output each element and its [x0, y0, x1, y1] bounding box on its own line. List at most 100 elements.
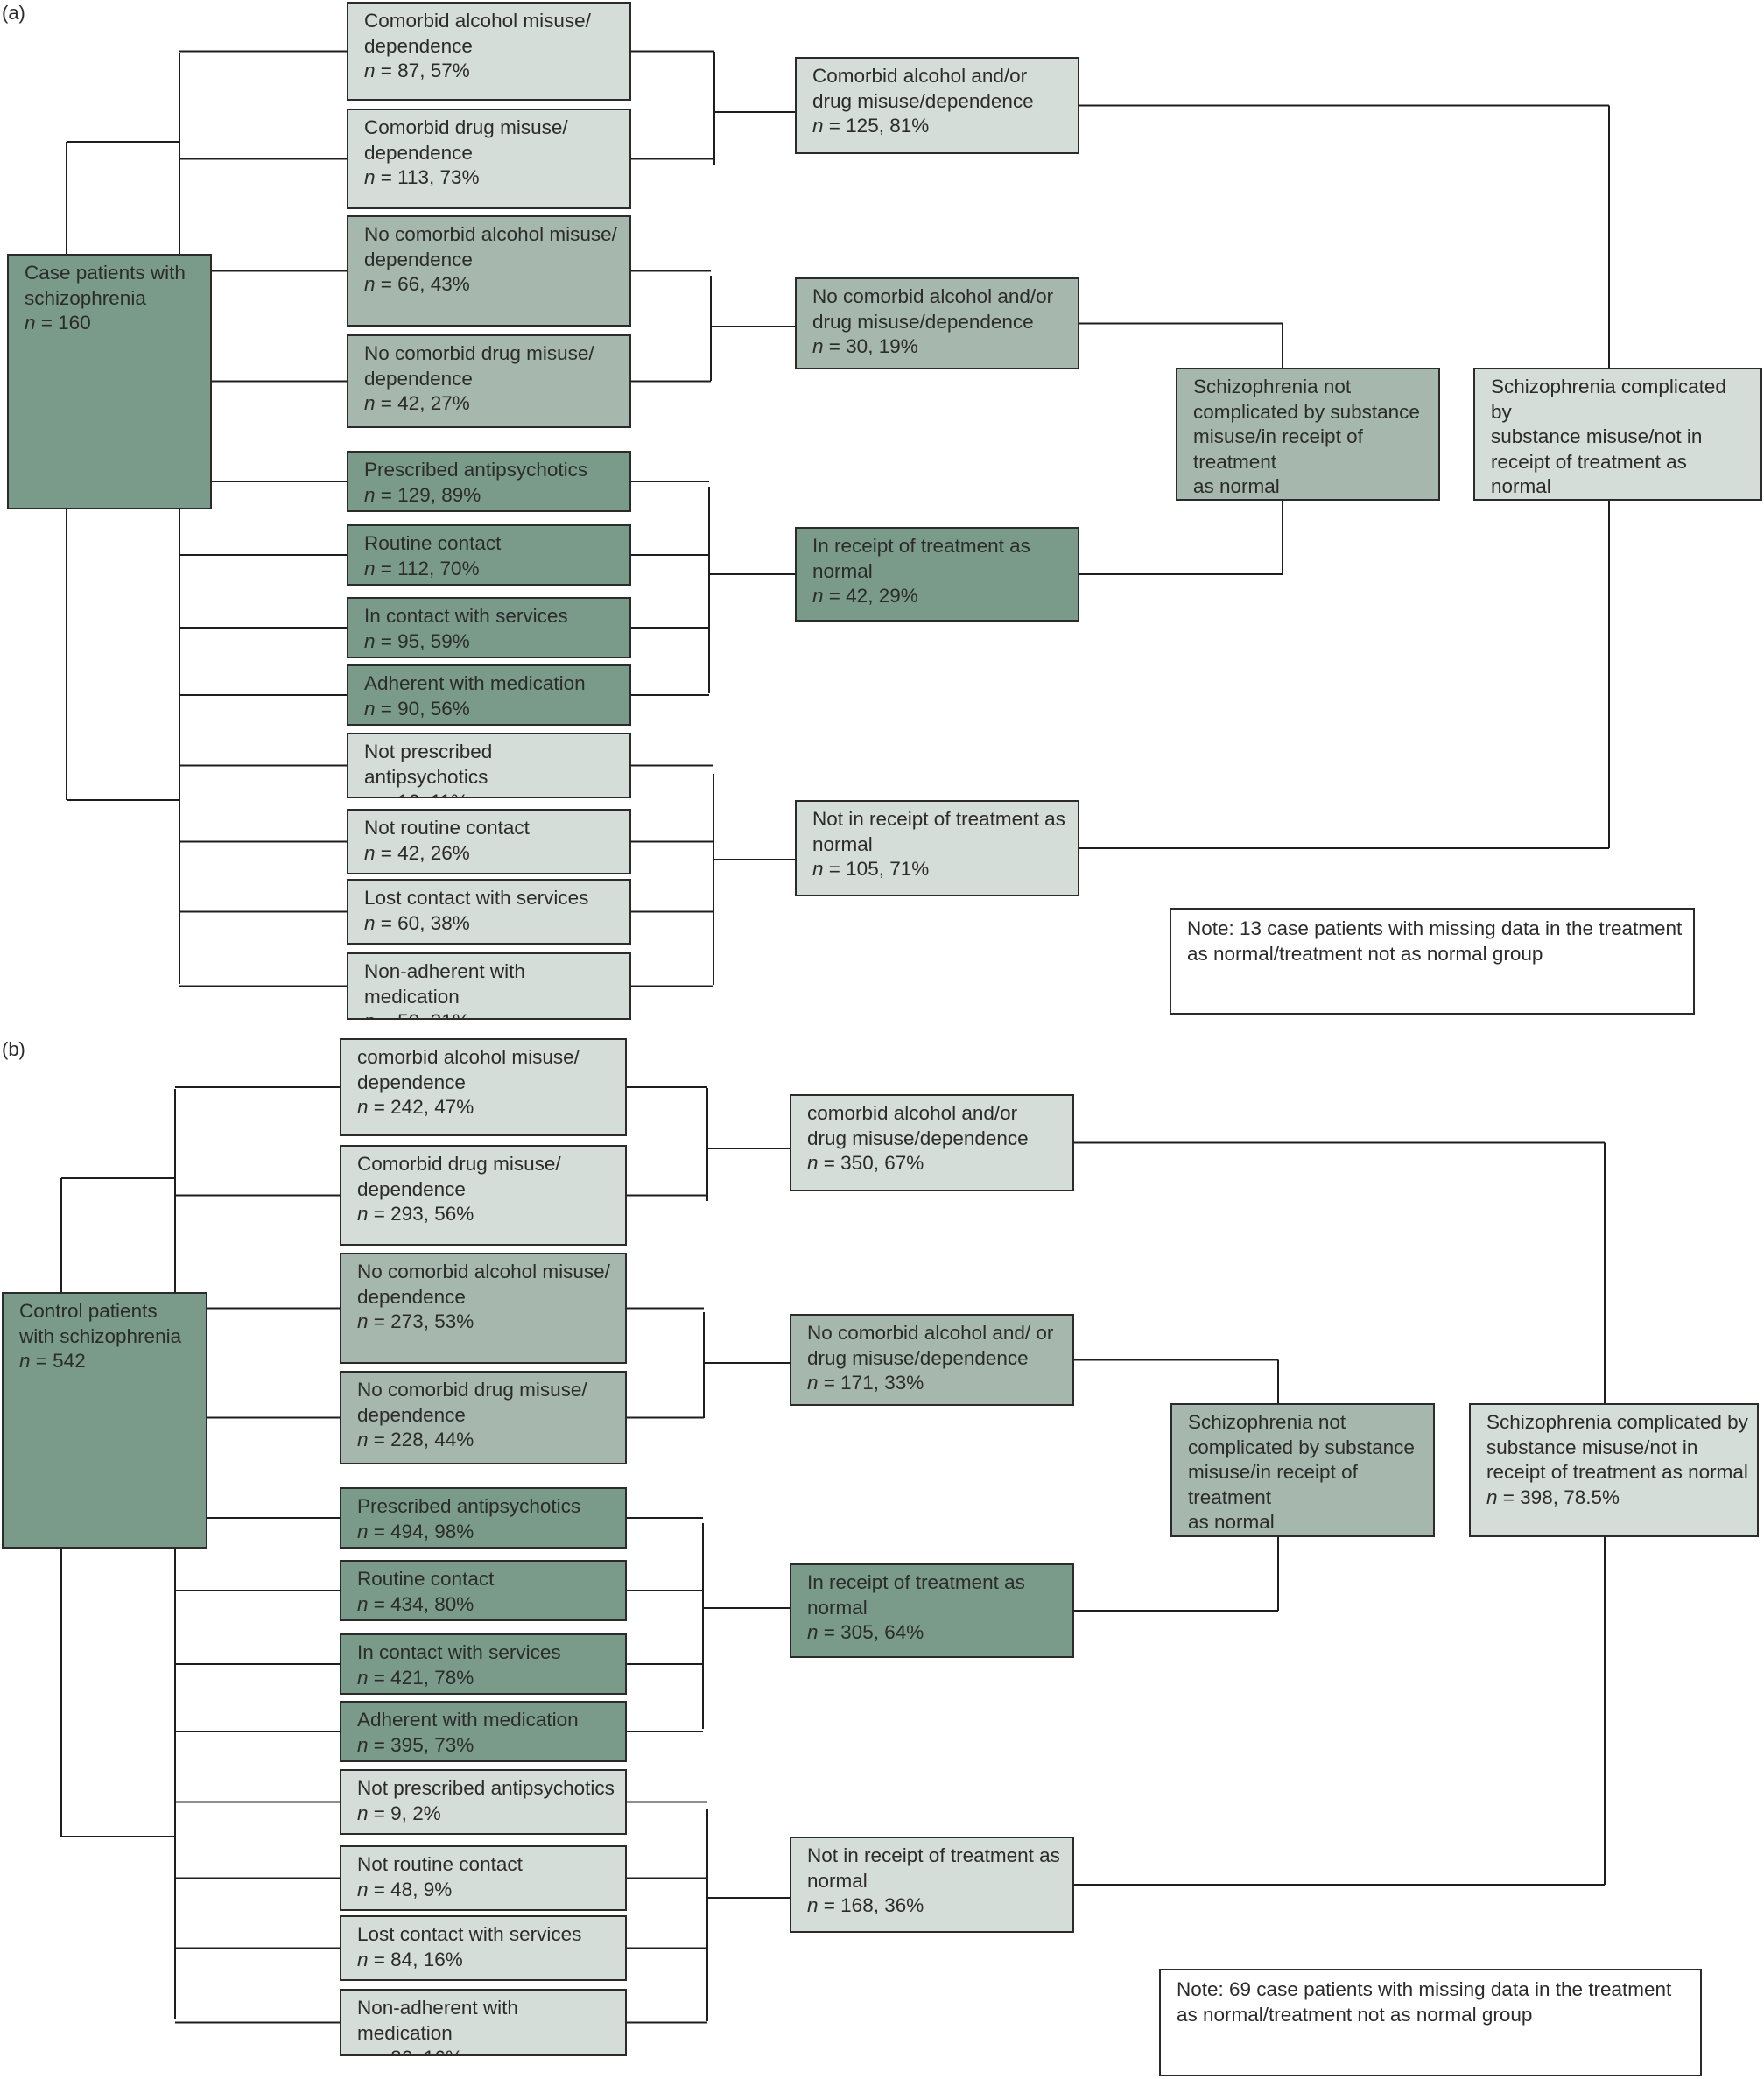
n-equals: = [818, 1894, 841, 1916]
outcome-box-not-complicated: Schizophrenia not complicated by substan… [1176, 368, 1440, 501]
box-title: In contact with services [364, 605, 568, 627]
n-equals: = [368, 1096, 391, 1118]
box-count: n = 30, 19% [812, 334, 1069, 360]
n-value: 398, 78.5% [1520, 1486, 1620, 1508]
n-symbol: n [357, 1802, 369, 1824]
box-count: n = 542 [19, 1349, 197, 1374]
box-count: n = 395, 73% [357, 1733, 616, 1759]
n-symbol: n [364, 557, 376, 579]
n-symbol: n [357, 1666, 369, 1689]
n-value: 9, 6% [1226, 501, 1277, 502]
n-equals: = [368, 1310, 391, 1332]
n-equals: = [368, 1592, 391, 1615]
n-equals: = [823, 335, 847, 357]
box-count: n = 95, 59% [364, 629, 621, 655]
box-title: No comorbid alcohol misuse/ dependence [364, 223, 617, 270]
n-symbol: n [364, 60, 376, 81]
box-title: comorbid alcohol and/or drug misuse/depe… [807, 1102, 1029, 1149]
box-count: n = 494, 98% [357, 1520, 616, 1545]
box-count: n = 90, 56% [364, 697, 621, 722]
n-equals: = [818, 1152, 841, 1174]
n-equals: = [368, 1948, 391, 1970]
box-count: n = 112, 70% [364, 557, 621, 582]
n-equals: = [368, 1802, 391, 1824]
n-equals: = [823, 858, 847, 880]
n-value: 542 [53, 1350, 86, 1372]
n-equals: = [368, 1203, 391, 1225]
n-symbol: n [364, 1010, 376, 1018]
n-value: 129, 89% [397, 483, 481, 506]
box-title: Not routine contact [357, 1853, 523, 1875]
n-symbol: n [812, 585, 824, 607]
n-equals: = [1199, 1536, 1222, 1538]
box-title: Prescribed antipsychotics [364, 459, 588, 481]
box-title: Not prescribed antipsychotics [364, 741, 493, 788]
group-box: No comorbid alcohol and/or drug misuse/d… [795, 277, 1079, 369]
box-count: n = 160 [25, 311, 201, 336]
box-count: n = 228, 44% [357, 1428, 616, 1453]
box-count: n = 129, 89% [364, 483, 621, 509]
n-equals: = [1502, 501, 1525, 502]
panel-label: (a) [2, 2, 25, 24]
box-count: n = 350, 67% [807, 1151, 1064, 1176]
n-value: 109, 21.5% [1221, 1536, 1321, 1538]
n-value: 494, 98% [390, 1520, 474, 1542]
box-title: Not in receipt of treatment as normal [812, 808, 1065, 855]
box-count: n = 434, 80% [357, 1592, 616, 1618]
n-equals: = [1205, 501, 1227, 502]
outcome-box-complicated: Schizophrenia complicated by substance m… [1469, 1403, 1759, 1537]
panel-label: (b) [2, 1038, 25, 1060]
n-equals: = [375, 60, 398, 81]
n-symbol: n [807, 1152, 819, 1174]
box-count: n = 42, 27% [364, 391, 621, 417]
n-symbol: n [364, 483, 376, 506]
box-title: Comorbid alcohol misuse/ dependence [364, 10, 591, 57]
box-title: No comorbid alcohol misuse/ dependence [357, 1261, 610, 1308]
n-symbol: n [357, 1203, 369, 1225]
n-value: 350, 67% [840, 1152, 924, 1174]
n-symbol: n [364, 790, 376, 797]
box-title: In receipt of treatment as normal [807, 1571, 1025, 1619]
n-symbol: n [807, 1894, 819, 1916]
n-symbol: n [1188, 1536, 1199, 1538]
box-count: n = 168, 36% [807, 1893, 1064, 1919]
box-title: Comorbid drug misuse/ dependence [364, 116, 568, 164]
n-symbol: n [364, 392, 376, 414]
n-equals: = [376, 790, 398, 797]
n-value: 50, 31% [397, 1010, 470, 1018]
group-box: No comorbid alcohol and/ or drug misuse/… [790, 1314, 1074, 1406]
n-symbol: n [807, 1372, 819, 1394]
box-count: n = 48, 9% [357, 1878, 616, 1903]
n-value: 160 [58, 312, 91, 334]
box-title: Schizophrenia complicated by substance m… [1491, 376, 1726, 497]
n-value: 84, 16% [390, 1948, 463, 1970]
n-equals: = [823, 115, 847, 137]
box-count: n = 293, 56% [357, 1202, 616, 1227]
n-value: 48, 9% [390, 1878, 453, 1900]
n-value: 105, 71% [846, 858, 930, 880]
n-value: 90, 56% [397, 697, 470, 720]
n-value: 434, 80% [390, 1592, 474, 1615]
n-value: 42, 27% [397, 392, 470, 414]
box-title: Not routine contact [364, 817, 530, 839]
n-equals: = [368, 1878, 391, 1900]
box-count: n = 84, 16% [357, 1948, 616, 1973]
n-equals: = [375, 483, 398, 506]
box-count: n = 105, 71% [812, 857, 1069, 882]
box-count: n = 42, 26% [364, 841, 621, 867]
